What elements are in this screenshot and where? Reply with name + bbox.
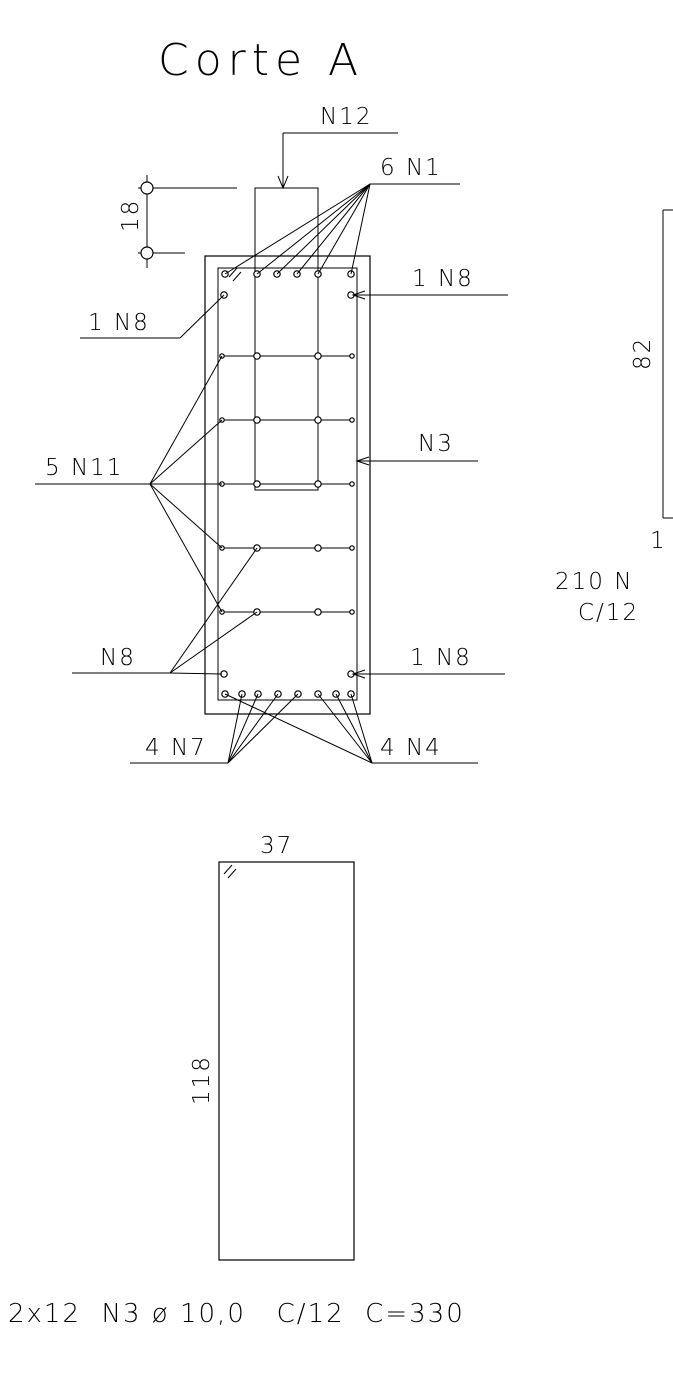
spacing-label: 18 xyxy=(118,199,144,232)
n4-leader xyxy=(224,693,478,764)
spacing-dimension xyxy=(138,175,237,268)
ties xyxy=(222,355,352,613)
drawing-title: Corte A xyxy=(158,35,364,86)
section-outline xyxy=(204,255,371,715)
label-n8-bottom-right: 1 N8 xyxy=(410,645,472,671)
right-height-label: 82 xyxy=(630,337,656,370)
stirrup-width-label: 37 xyxy=(260,833,293,859)
label-n3: N3 xyxy=(418,431,454,457)
label-n8-top-left: 1 N8 xyxy=(88,310,150,336)
label-n8-top-right: 1 N8 xyxy=(412,266,474,292)
hook-marks-stirrup xyxy=(223,864,237,879)
top-bars xyxy=(220,270,355,299)
label-n8-bottom-left: N8 xyxy=(100,645,136,671)
label-n4: 4 N4 xyxy=(380,735,442,761)
n1-leader xyxy=(224,183,460,275)
stirrup-detail xyxy=(218,861,355,1261)
n8-bottom-left-leader xyxy=(72,547,258,675)
right-dimension xyxy=(662,209,673,519)
n12-leader xyxy=(277,132,398,190)
n8-bottom-right-leader xyxy=(351,669,505,679)
stirrup-note: 2x12 N3 ø 10,0 C/12 C=330 xyxy=(8,1299,465,1329)
right-cutoff-line3: C/12 xyxy=(578,600,639,626)
n3-leader xyxy=(355,456,478,466)
label-n1: 6 N1 xyxy=(380,155,442,181)
label-n11: 5 N11 xyxy=(45,455,123,481)
bottom-bars xyxy=(220,670,355,698)
n11-leader xyxy=(35,355,223,613)
label-n7: 4 N7 xyxy=(145,735,207,761)
n7-leader xyxy=(130,693,299,764)
right-cutoff-line1: 1 xyxy=(650,528,667,554)
stirrup-height-label: 118 xyxy=(189,1055,215,1105)
n8-top-left-leader xyxy=(80,294,225,339)
hook-marks-top xyxy=(228,267,242,282)
label-n12: N12 xyxy=(320,104,372,130)
n8-top-right-leader xyxy=(351,290,508,300)
right-cutoff-line2: 210 N xyxy=(555,569,633,595)
